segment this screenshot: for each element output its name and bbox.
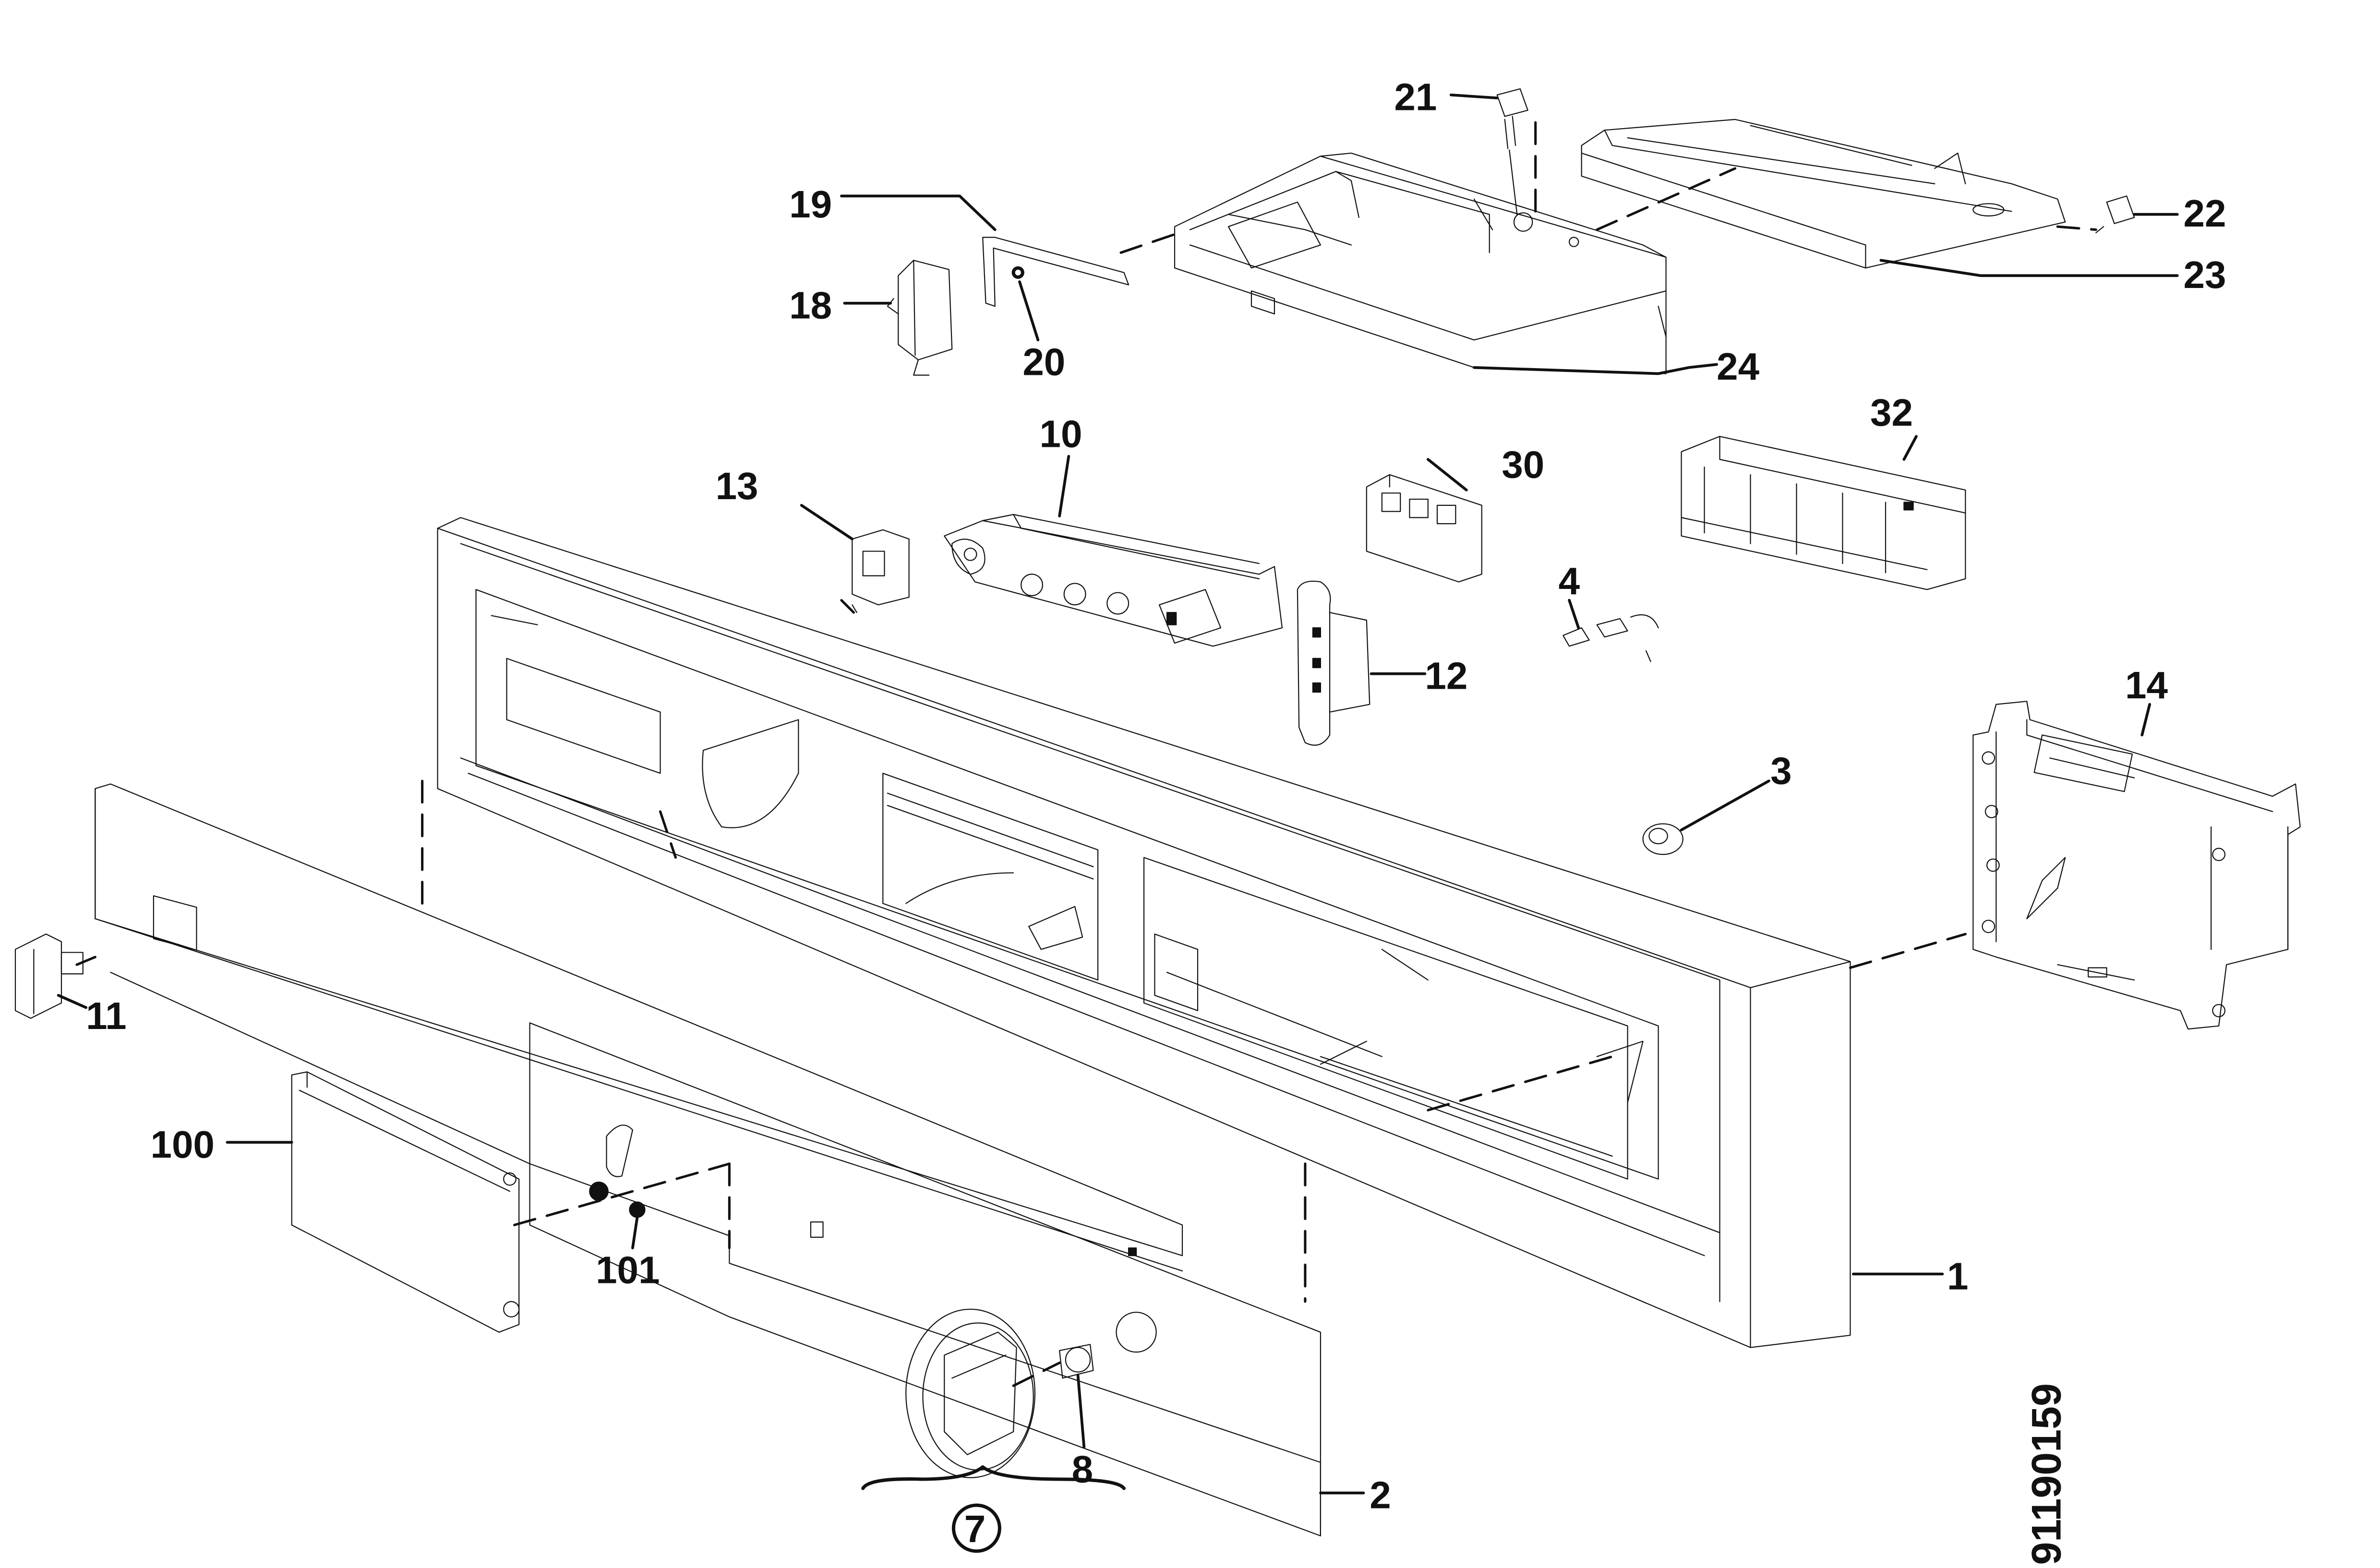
cap-nut (2096, 196, 2134, 233)
label-14: 14 (2125, 664, 2168, 706)
terminal-block (1367, 475, 1482, 582)
label-7: 7 (964, 1508, 986, 1550)
label-1: 1 (1947, 1255, 1968, 1297)
label-30: 30 (1502, 443, 1544, 486)
label-strip-panel (95, 784, 1182, 1271)
grommet (1643, 824, 1683, 854)
label-24: 24 (1717, 345, 1759, 388)
mounting-bracket (1298, 581, 1370, 745)
knob-spindle (1059, 1312, 1156, 1378)
label-2: 2 (1370, 1474, 1391, 1517)
control-panel-frame (438, 517, 1851, 1347)
clip-pair (589, 1125, 645, 1217)
label-20: 20 (1022, 341, 1065, 383)
part-labels: 19 18 20 21 22 23 24 32 30 10 13 4 12 14… (86, 76, 2226, 1550)
label-101: 101 (596, 1249, 660, 1292)
label-12: 12 (1425, 655, 1467, 697)
l-shaped-rod (983, 238, 1129, 307)
label-100: 100 (150, 1123, 214, 1166)
switch-block (944, 515, 1282, 646)
dispenser-tray (1582, 120, 2066, 268)
drawing-code: 91190159 (2024, 1383, 2070, 1565)
upper-housing (1175, 153, 1666, 373)
pin-20 (1011, 266, 1024, 279)
timer-module (1973, 701, 2300, 1029)
label-32: 32 (1870, 391, 1913, 434)
label-11: 11 (86, 994, 127, 1037)
label-13: 13 (716, 465, 758, 507)
relay (888, 260, 952, 375)
label-4: 4 (1559, 560, 1580, 602)
small-rocker-switch (852, 530, 909, 612)
screw (1497, 89, 1528, 215)
leader-lines (57, 93, 2179, 1495)
label-18: 18 (789, 284, 832, 327)
multi-slot-connector (1682, 436, 1966, 589)
cover-plate (292, 1072, 519, 1332)
label-23: 23 (2184, 253, 2226, 296)
small-connector (1563, 615, 1658, 661)
label-22: 22 (2184, 192, 2226, 235)
alignment-lines (75, 121, 2097, 1387)
label-19: 19 (789, 183, 832, 226)
push-button (15, 934, 83, 1018)
label-3: 3 (1770, 750, 1791, 792)
label-8: 8 (1072, 1448, 1093, 1490)
selector-knob (906, 1309, 1035, 1478)
knob-assembly-circle (951, 1503, 1001, 1553)
label-21: 21 (1394, 76, 1437, 119)
label-10: 10 (1040, 413, 1082, 455)
knob-assembly-brace (861, 1465, 1126, 1490)
